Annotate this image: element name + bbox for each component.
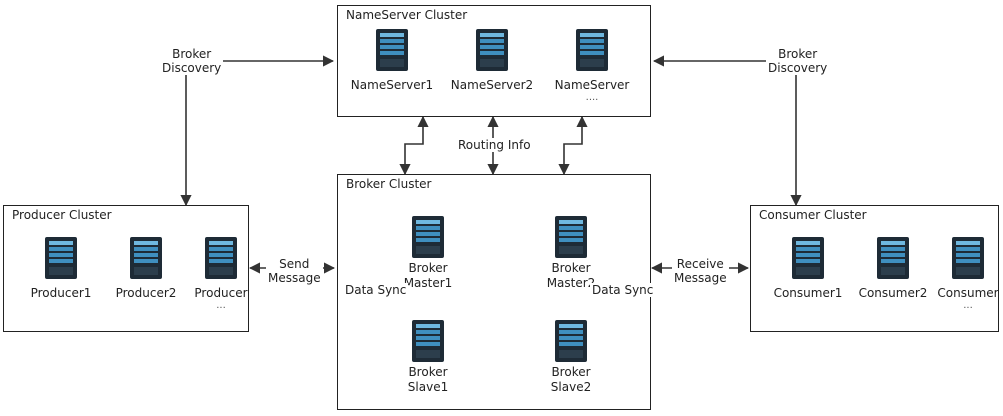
node-label-line2: Slave2 (550, 380, 592, 394)
node-ellipsis: ... (963, 300, 973, 311)
node-ellipsis: .... (585, 92, 599, 103)
nameserver-cluster: NameServer Cluster NameServer1 NameServe… (337, 5, 651, 117)
broker-master2-node: Broker Master2 (511, 215, 631, 291)
broker-slave2-node: Broker Slave2 (511, 319, 631, 395)
server-icon (576, 29, 608, 71)
label-line: Receive (676, 257, 724, 271)
server-icon (130, 237, 162, 279)
node-ellipsis: ... (216, 300, 226, 311)
node-label-line2: Master1 (403, 276, 453, 290)
routing-info-label: Routing Info (456, 138, 533, 152)
consumer-cluster: Consumer Cluster Consumer1 Consumer2 Con… (750, 205, 999, 332)
server-icon (476, 29, 508, 71)
label-line: Discovery (768, 61, 828, 75)
node-label-line1: Broker (551, 261, 591, 275)
node-label: NameServer2 (450, 78, 534, 92)
server-icon (555, 216, 587, 258)
server-icon (205, 237, 237, 279)
label-line: Send (279, 257, 310, 271)
node-label: Producer2 (115, 286, 177, 300)
node-label-line2: Master2 (546, 276, 596, 290)
node-label: NameServer (554, 78, 630, 92)
nameserver-cluster-title: NameServer Cluster (346, 8, 468, 22)
node-label: Consumer1 (773, 286, 843, 300)
server-icon (45, 237, 77, 279)
producer-node-1: Producer1 (1, 236, 121, 301)
data-sync-left-label: Data Sync (343, 283, 409, 297)
nameserver-node-1: NameServer1 (332, 28, 452, 93)
node-label: NameServer1 (350, 78, 434, 92)
producer-cluster: Producer Cluster Producer1 Producer2 Pro… (3, 205, 249, 332)
nameserver-node-3: NameServer .... (532, 28, 652, 103)
producer-cluster-title: Producer Cluster (12, 208, 112, 222)
nameserver-node-2: NameServer2 (432, 28, 552, 93)
node-label: Consumer2 (858, 286, 928, 300)
broker-discovery-right-label: Broker Discovery (766, 47, 830, 75)
label-line: Broker (778, 47, 818, 61)
server-icon (792, 237, 824, 279)
node-label: Producer (194, 286, 248, 300)
node-label: Consumer (937, 286, 999, 300)
node-label: Producer1 (30, 286, 92, 300)
consumer-cluster-title: Consumer Cluster (759, 208, 867, 222)
node-label-line2: Slave1 (407, 380, 449, 394)
receive-message-label: Receive Message (672, 257, 729, 285)
node-label-line1: Broker (408, 365, 448, 379)
data-sync-right-label: Data Sync (590, 283, 656, 297)
label-line: Broker (172, 47, 212, 61)
broker-discovery-left-label: Broker Discovery (160, 47, 224, 75)
label-line: Discovery (162, 61, 222, 75)
server-icon (555, 320, 587, 362)
label-line: Message (268, 271, 321, 285)
broker-slave1-node: Broker Slave1 (368, 319, 488, 395)
broker-cluster-title: Broker Cluster (346, 177, 432, 191)
server-icon (412, 320, 444, 362)
producer-node-2: Producer2 (86, 236, 206, 301)
producer-node-3: Producer ... (161, 236, 281, 311)
consumer-node-3: Consumer ... (908, 236, 1003, 311)
server-icon (877, 237, 909, 279)
consumer-node-1: Consumer1 (748, 236, 868, 301)
consumer-node-2: Consumer2 (833, 236, 953, 301)
node-label-line1: Broker (551, 365, 591, 379)
server-icon (952, 237, 984, 279)
send-message-label: Send Message (266, 257, 323, 285)
server-icon (376, 29, 408, 71)
routing-edge-right (558, 115, 588, 176)
broker-master1-node: Broker Master1 (368, 215, 488, 291)
routing-edge-left (399, 115, 429, 176)
server-icon (412, 216, 444, 258)
label-line: Message (674, 271, 727, 285)
node-label-line1: Broker (408, 261, 448, 275)
